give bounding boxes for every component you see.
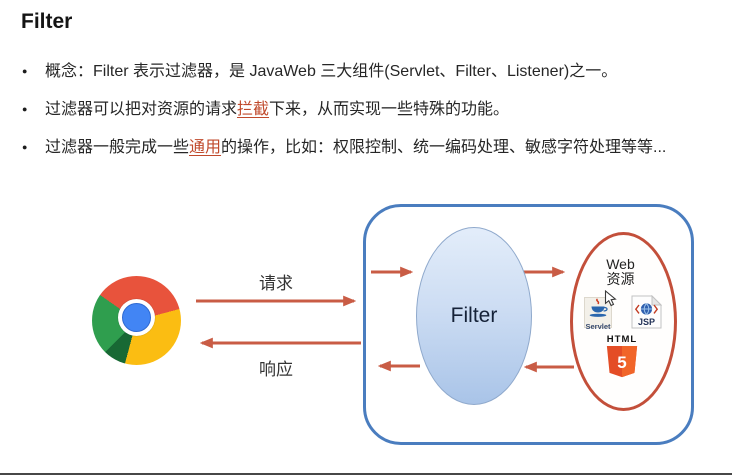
web-resource-line1: Web [606, 256, 635, 272]
bullet-text-segment: 过滤器可以把对资源的请求 [45, 101, 238, 118]
mouse-cursor-icon [604, 289, 617, 313]
html5-digit: 5 [617, 353, 626, 372]
bracket-right [653, 304, 659, 314]
bullet-text-segment: 的操作，比如：权限控制、统一编码处理、敏感字符处理等等... [221, 139, 667, 156]
bullet-text: 概念：Filter 表示过滤器，是 JavaWeb 三大组件(Servlet、F… [45, 61, 617, 82]
bullet-item-intercept: ● 过滤器可以把对资源的请求拦截下来，从而实现一些特殊的功能。 [22, 99, 726, 120]
bullet-item-concept: ● 概念：Filter 表示过滤器，是 JavaWeb 三大组件(Servlet… [22, 61, 726, 82]
bullet-text-segment: 过滤器一般完成一些 [45, 139, 190, 156]
request-label: 请求 [259, 274, 293, 293]
response-label: 响应 [259, 360, 293, 379]
page-title: Filter [21, 10, 73, 33]
filter-label: Filter [450, 304, 498, 327]
jsp-label: JSP [638, 317, 655, 327]
servlet-label: Servlet [585, 322, 611, 331]
bullet-dot-icon: ● [22, 66, 28, 76]
web-resource-label: Web 资源 [570, 257, 671, 287]
java-cup-icon [589, 298, 608, 317]
bullet-item-common-ops: ● 过滤器一般完成一些通用的操作，比如：权限控制、统一编码处理、敏感字符处理等等… [22, 137, 726, 158]
bullet-text: 过滤器一般完成一些通用的操作，比如：权限控制、统一编码处理、敏感字符处理等等..… [45, 137, 666, 158]
bullet-text-segment: 概念：Filter 表示过滤器，是 JavaWeb 三大组件(Servlet、F… [45, 63, 618, 80]
html-word-label: HTML [606, 334, 638, 345]
bullet-text-segment: 下来，从而实现一些特殊的功能。 [269, 101, 510, 118]
web-server-container [363, 204, 694, 445]
web-resource-line2: 资源 [606, 271, 635, 287]
chrome-hub-blue [122, 303, 151, 332]
bullet-highlight: 拦截 [237, 101, 270, 118]
bullet-highlight: 通用 [189, 139, 222, 156]
bracket-left [634, 304, 640, 314]
video-bottom-edge [0, 473, 732, 475]
bullet-text: 过滤器可以把对资源的请求拦截下来，从而实现一些特殊的功能。 [45, 99, 509, 120]
html5-icon: HTML 5 [602, 334, 642, 386]
chrome-browser-icon [92, 276, 181, 365]
bullet-dot-icon: ● [22, 142, 28, 152]
bullet-dot-icon: ● [22, 104, 28, 114]
jsp-icon: JSP [631, 294, 663, 329]
html5-shield-icon: 5 [606, 346, 638, 378]
filter-ellipse: Filter [416, 227, 532, 405]
